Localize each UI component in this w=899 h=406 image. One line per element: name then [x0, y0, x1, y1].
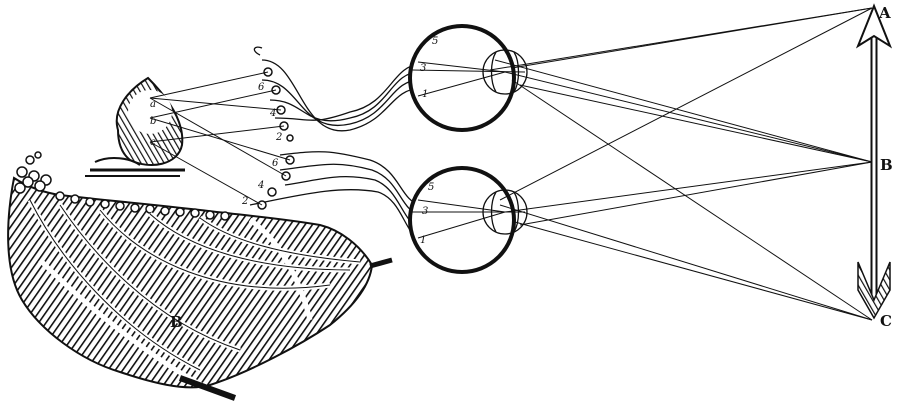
label-lower-fiber-2: 2 [241, 196, 248, 207]
label-brain-b: B [170, 313, 183, 331]
upper-eye [410, 26, 527, 130]
label-upper-fiber-4: 4 [269, 108, 276, 119]
label-upper-eye-5: 5 [432, 36, 438, 47]
upper-fiber-ends [264, 68, 293, 141]
label-upper-fiber-6: 6 [258, 82, 265, 93]
brain-mass [8, 152, 392, 398]
label-upper-eye-1: 1 [422, 89, 428, 100]
label-gland-a: a [150, 99, 156, 110]
label-upper-fiber-2: 2 [275, 132, 282, 143]
label-b: B [880, 156, 893, 174]
pineal-gland [85, 78, 185, 176]
label-c: C [880, 312, 892, 330]
label-lower-eye-1: 1 [420, 235, 426, 246]
label-upper-eye-3: 3 [420, 63, 426, 74]
label-lower-fiber-6: 6 [272, 158, 279, 169]
label-lower-eye-3: 3 [422, 206, 428, 217]
label-a: A [878, 4, 891, 22]
label-lower-eye-5: 5 [428, 182, 434, 193]
label-lower-fiber-4: 4 [257, 180, 264, 191]
label-gland-c: c [150, 137, 156, 148]
label-gland-b: b [150, 116, 156, 127]
